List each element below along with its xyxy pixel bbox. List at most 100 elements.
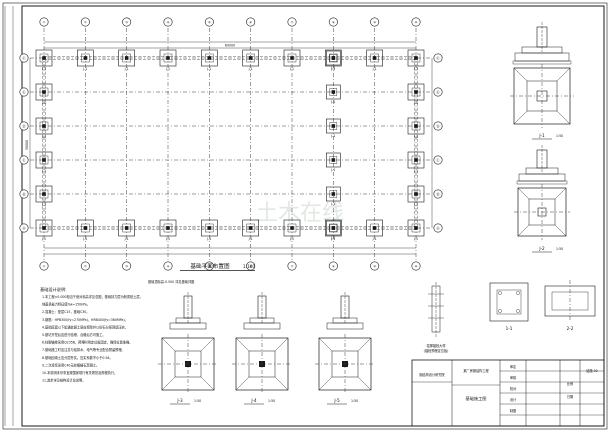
foundation-plan: 60000 30000 J-1J-1J-1J-1J-1J-1J-1J-1J-1J… (19, 17, 443, 284)
footing: J-1 (118, 49, 135, 71)
axis-bubble-row (433, 223, 443, 233)
axis-bubble-row (433, 53, 443, 63)
axis-label-col: ① (43, 265, 46, 269)
footing-label: J-1 (330, 202, 335, 206)
footing-label: J-1 (289, 67, 294, 71)
axis-label-col: ⑦ (291, 265, 294, 269)
note-line: 1.本工程±0.000相当于绝对标高详见总图，基础持力层为粉质粘土层， (42, 294, 143, 299)
footing-label: J-1 (248, 237, 253, 241)
axis-label-row: Ⓔ (22, 90, 26, 95)
title-role: 设计 (510, 397, 517, 402)
axis-label-row: Ⓕ (22, 56, 26, 61)
pier-label: J-5 (333, 398, 340, 403)
footing: J-1 (407, 151, 425, 173)
axis-label-row: Ⓑ (436, 192, 440, 197)
dim-total-width: 30000 (25, 140, 29, 150)
pier-detail: J-5 1:50 (315, 292, 375, 405)
axis-bubble-col (411, 17, 421, 27)
axis-bubble-col (287, 261, 297, 271)
section-1-1-label: 1-1 (506, 326, 513, 331)
footing: J-1 (242, 219, 259, 241)
title-drawing-no: 结施-02 (586, 368, 598, 373)
footing-label: J-1 (124, 237, 129, 241)
footing: J-1 (118, 219, 135, 241)
section-2-2-label: 2-2 (567, 326, 574, 331)
axis-bubble-col (80, 261, 90, 271)
footing-label: J-1 (413, 169, 418, 173)
axis-bubble-col (39, 261, 49, 271)
axis-label-row: Ⓐ (436, 226, 440, 231)
footing-label: J-1 (330, 100, 335, 104)
pier-label: J-3 (176, 398, 183, 403)
axis-label-col: ⑩ (415, 265, 418, 269)
detail-j2-label: J-2 (538, 246, 545, 251)
axis-label-col: ③ (125, 21, 128, 25)
axis-label-col: ⑤ (208, 21, 211, 25)
footing-label: J-1 (41, 101, 46, 105)
axis-bubble-col (370, 261, 380, 271)
footing-label: J-1 (41, 67, 46, 71)
detail-j1-label: J-1 (538, 133, 545, 138)
title-company: 钢结构设计研究院 (419, 372, 445, 377)
footing: J-1 (326, 50, 341, 70)
plan-title: 基础平面布置图 (190, 262, 230, 270)
axis-label-col: ② (84, 265, 87, 269)
footing: J-1 (407, 49, 425, 71)
axis-label-col: ③ (125, 265, 128, 269)
footing: J-1 (242, 49, 259, 71)
axis-label-col: ⑩ (415, 21, 418, 25)
axis-label-row: Ⓓ (436, 124, 440, 129)
detail-j2-scale: 1:50 (556, 247, 563, 251)
pier-scale: 1:50 (351, 399, 358, 403)
footing: J-1 (159, 219, 177, 241)
anchor-bolt-detail: 柱脚锚栓大样 (锚栓预埋定位板) 1-1 2-2 (424, 280, 596, 353)
detail-j1: J-1 1:50 (510, 22, 574, 140)
notes-title: 基础设计说明: (40, 286, 67, 293)
axis-bubble-row (433, 155, 443, 165)
footing-label: J-1 (330, 236, 335, 240)
footing: J-1 (201, 49, 218, 71)
plan-scale: 1:100 (243, 264, 255, 269)
detail-j2: J-2 1:50 (514, 145, 570, 253)
title-role: 校对 (510, 386, 517, 391)
footing-label: J-1 (330, 237, 335, 241)
footing-label: J-1 (330, 134, 335, 138)
plan-note: 基础顶标高-0.500 详见基础详图 (148, 279, 194, 284)
axis-bubble-col (328, 17, 338, 27)
axis-label-col: ① (43, 21, 46, 25)
footing: J-1 (407, 117, 425, 139)
footing: J-1 (326, 84, 341, 104)
footing-label: J-1 (413, 203, 418, 207)
axis-bubble-row (433, 87, 443, 97)
axis-label-row: Ⓕ (436, 56, 440, 61)
note-line: 9.二次灌浆采用C40无收缩细石混凝土。 (42, 362, 99, 367)
note-line: 6.柱脚锚栓采用Q235B，预埋时用定位板固定，确保位置准确。 (42, 340, 132, 345)
title-project: 某厂房钢结构工程 (463, 368, 489, 373)
footing: J-1 (326, 152, 341, 172)
note-line: 11.其余详见结构设计总说明。 (42, 378, 85, 383)
note-line: 2.混凝土：垫层C15，基础C30。 (42, 309, 89, 314)
axis-bubble-col (287, 17, 297, 27)
note-line: 5.基坑开挖后应进行验槽，合格后方可施工。 (42, 332, 106, 337)
title-role: 审核 (510, 375, 517, 380)
axis-label-col: ⑥ (249, 265, 252, 269)
footing: J-1 (201, 219, 218, 241)
axis-label-col: ② (84, 21, 87, 25)
footing: J-1 (283, 219, 301, 241)
footing: J-1 (407, 83, 425, 105)
note-line: 4.基础底面以下如遇软弱土层应挖除并以砂石分层回填压实。 (42, 324, 128, 329)
footing: J-1 (366, 49, 383, 71)
axis-bubble-col (411, 261, 421, 271)
title-scale-label: 比例 (567, 381, 573, 386)
footing-label: J-1 (330, 66, 335, 70)
axis-label-col: ⑥ (249, 21, 252, 25)
pier-scale: 1:50 (268, 399, 275, 403)
axis-bubble-row (433, 189, 443, 199)
footing-label: J-1 (330, 67, 335, 71)
axis-bubble-row (433, 121, 443, 131)
footing-label: J-1 (82, 237, 87, 241)
